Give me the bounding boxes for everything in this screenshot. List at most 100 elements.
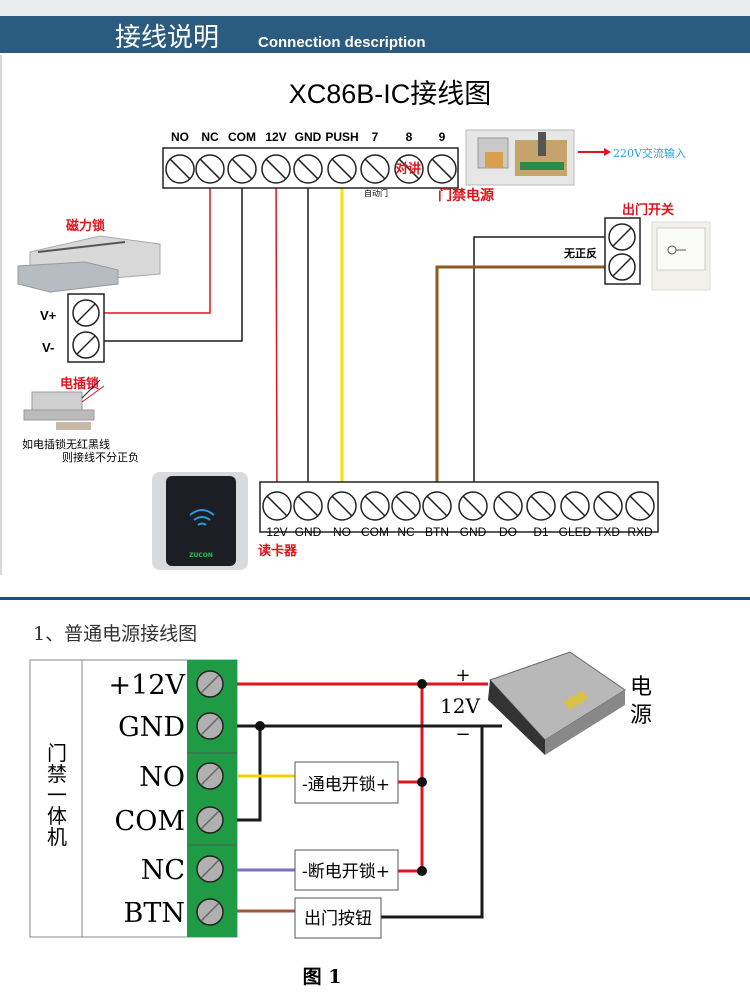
wire-nc-vplus — [99, 169, 211, 314]
junction-dot — [417, 679, 427, 689]
reader-terminal-label: DO — [499, 525, 517, 539]
reader-terminal-label: NO — [333, 525, 351, 539]
bolt-note-line1: 如电插锁无红黑线 — [22, 437, 110, 451]
reader-terminal-label: GND — [460, 525, 487, 539]
power-label-2: 源 — [630, 703, 652, 728]
screw-terminal-icon — [72, 331, 100, 359]
powered-unlock-box — [294, 761, 399, 804]
screw-terminal-icon — [262, 491, 292, 521]
screw-terminal-icon — [608, 223, 636, 251]
diagram1-title: XC86B-IC接线图 — [289, 79, 492, 109]
reader-terminal-label: COM — [361, 525, 389, 539]
wire-gnd-com — [237, 726, 262, 822]
screw-terminal-icon — [195, 154, 225, 184]
header-bar — [0, 16, 750, 53]
power-label-1: 电 — [630, 675, 652, 700]
top-terminal-label: 7 — [372, 130, 379, 144]
electric-bolt-label: 电插锁 — [60, 376, 99, 392]
screw-terminal-icon — [493, 491, 523, 521]
screw-terminal-icon — [196, 806, 224, 834]
section-separator — [0, 597, 750, 600]
intercom-label: 对讲 — [395, 161, 421, 177]
junction-dot — [417, 866, 427, 876]
top-terminal-label: 9 — [439, 130, 446, 144]
green-terminal-block — [187, 660, 237, 937]
device-label-char: 体 — [47, 804, 67, 828]
voltage-label: 12V — [440, 694, 480, 718]
screw-terminal-icon — [196, 670, 224, 698]
electric-bolt-image — [23, 379, 105, 430]
device-terminal-label: COM — [115, 806, 185, 837]
ac-input-label: 220V交流输入 — [613, 146, 686, 160]
top-terminal-label: PUSH — [325, 130, 358, 144]
reader-terminal-label: TXD — [596, 525, 620, 539]
power-supply-image — [488, 651, 626, 755]
unpowered-unlock-box — [294, 849, 399, 891]
device-terminal-label: BTN — [124, 898, 185, 929]
device-label-char: 禁 — [47, 762, 67, 786]
screw-terminal-icon — [196, 712, 224, 740]
screw-terminal-icon — [458, 491, 488, 521]
bolt-note-line2: 则接线不分正负 — [62, 450, 139, 464]
exit-switch-image — [651, 221, 711, 291]
top-terminal-label: COM — [228, 130, 256, 144]
screw-terminal-icon — [427, 154, 457, 184]
device-label-char: 机 — [47, 825, 67, 849]
screw-terminal-icon — [165, 154, 195, 184]
mag-lock-label: 磁力锁 — [66, 218, 105, 234]
access-power-supply-image — [465, 129, 575, 186]
figure-caption: 图 1 — [303, 966, 342, 988]
auto-door-label: 自动门 — [364, 188, 388, 198]
wires-diagram1 — [99, 168, 622, 507]
reader-terminal-label: BTN — [425, 525, 449, 539]
device-terminal-label: +12V — [109, 670, 186, 701]
screw-terminal-icon — [394, 154, 424, 184]
unpowered-unlock-label: -断电开锁+ — [302, 862, 390, 882]
reader-label: 读卡器 — [258, 543, 298, 559]
vminus-label: V- — [42, 340, 54, 355]
vplus-label: V+ — [40, 308, 57, 323]
wires-diagram2 — [237, 679, 502, 919]
screw-terminal-icon — [293, 491, 323, 521]
screw-terminal-icon — [391, 491, 421, 521]
mag-lock-image — [17, 235, 161, 293]
screw-terminal-icon — [327, 154, 357, 184]
device-label-char: 门 — [47, 741, 67, 765]
junction-dot — [255, 721, 265, 731]
exit-button-box — [294, 897, 382, 939]
wire-exit-gnd — [473, 236, 622, 506]
device-label-char: 一 — [47, 783, 67, 807]
header-title-en: Connection description — [258, 34, 426, 51]
reader-brand: ZUCON — [189, 552, 213, 559]
no-polarity-label: 无正反 — [563, 246, 597, 260]
screw-terminal-icon — [261, 154, 291, 184]
wire-com-vminus — [99, 169, 243, 342]
screw-terminal-icon — [196, 855, 224, 883]
screw-terminal-icon — [293, 154, 323, 184]
reader-terminal-label: D1 — [533, 525, 549, 539]
screw-terminal-icon — [327, 491, 357, 521]
screw-terminal-icon — [196, 762, 224, 790]
top-terminal-label: NC — [201, 130, 219, 144]
top-terminal-label: NO — [171, 130, 189, 144]
screw-terminal-icon — [196, 898, 224, 926]
screw-terminal-icon — [625, 491, 655, 521]
reader-terminal-label: 12V — [266, 525, 287, 539]
screw-terminal-icon — [560, 491, 590, 521]
device-terminal-label: NO — [139, 762, 185, 793]
minus-label: − — [455, 724, 470, 745]
exit-switch-label: 出门开关 — [622, 202, 674, 218]
screw-terminal-icon — [72, 299, 100, 327]
junction-dot — [417, 777, 427, 787]
plus-label: + — [455, 665, 470, 686]
powered-unlock-label: -通电开锁+ — [302, 775, 390, 795]
reader-terminal-label: NC — [397, 525, 415, 539]
top-strip — [0, 0, 750, 16]
screw-terminal-icon — [608, 253, 636, 281]
screw-terminal-icon — [526, 491, 556, 521]
top-terminal-label: 8 — [406, 130, 413, 144]
wire-button-gnd — [381, 726, 484, 919]
reader-terminal-label: GND — [295, 525, 322, 539]
